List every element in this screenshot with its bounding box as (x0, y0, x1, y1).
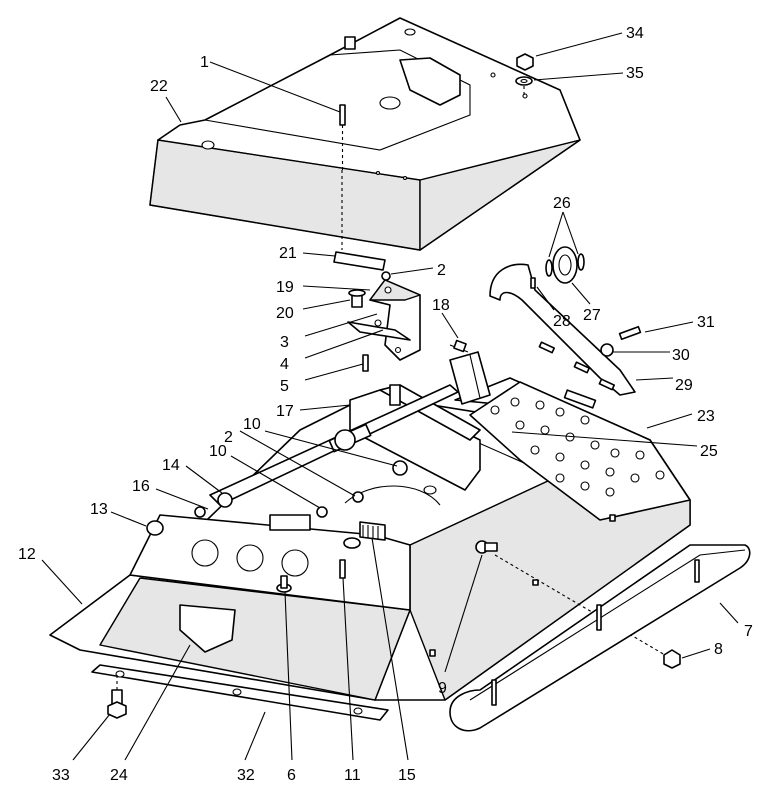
callout-7: 7 (744, 623, 753, 640)
callout-6: 6 (287, 767, 296, 784)
callout-18: 18 (432, 297, 450, 314)
front-shield (49, 492, 411, 701)
callout-29: 29 (675, 377, 693, 394)
callout-27: 27 (583, 307, 601, 324)
rear-handle (489, 246, 642, 396)
callout-34: 34 (626, 25, 644, 42)
callout-14: 14 (162, 457, 180, 474)
hinge-bracket (347, 271, 421, 372)
callout-32: 32 (237, 767, 255, 784)
callout-labels: 1 2 2 3 4 5 6 7 8 9 10 10 11 12 13 14 15… (18, 25, 753, 784)
leader-lines (41, 32, 739, 761)
center-frame (349, 384, 481, 495)
drive-shaft (209, 351, 491, 506)
fasteners (276, 540, 681, 669)
nut-and-washer (515, 53, 534, 98)
callout-24: 24 (110, 767, 128, 784)
side-skid (429, 514, 751, 732)
callout-3: 3 (280, 334, 289, 351)
callout-35: 35 (626, 65, 644, 82)
callout-15: 15 (398, 767, 416, 784)
strap (333, 170, 386, 271)
callout-21: 21 (279, 245, 297, 262)
callout-28: 28 (553, 313, 571, 330)
callout-10-upper: 10 (243, 416, 261, 433)
callout-13: 13 (90, 501, 108, 518)
callout-30: 30 (672, 347, 690, 364)
callout-11: 11 (344, 767, 361, 784)
callout-16: 16 (132, 478, 150, 495)
callout-10-lower: 10 (209, 443, 227, 460)
bearing-guard (343, 485, 441, 549)
callout-17: 17 (276, 403, 294, 420)
pin (339, 104, 346, 170)
rod (449, 339, 469, 353)
callout-26: 26 (553, 195, 571, 212)
callout-9: 9 (438, 680, 447, 697)
bottom-bar (91, 664, 389, 721)
callout-19: 19 (276, 279, 294, 296)
callout-22: 22 (150, 78, 168, 95)
callout-31: 31 (697, 314, 715, 331)
callout-20: 20 (276, 305, 294, 322)
perforated-plate (469, 381, 691, 521)
callout-25: 25 (700, 443, 718, 460)
callout-8: 8 (714, 641, 723, 658)
callout-2-upper: 2 (437, 262, 446, 279)
callout-23: 23 (697, 408, 715, 425)
callout-12: 12 (18, 546, 36, 563)
top-cover (149, 17, 581, 251)
callout-33: 33 (52, 767, 70, 784)
callout-5: 5 (280, 378, 289, 395)
callout-4: 4 (280, 356, 289, 373)
callout-1: 1 (200, 54, 209, 71)
callout-2-lower: 2 (224, 429, 233, 446)
